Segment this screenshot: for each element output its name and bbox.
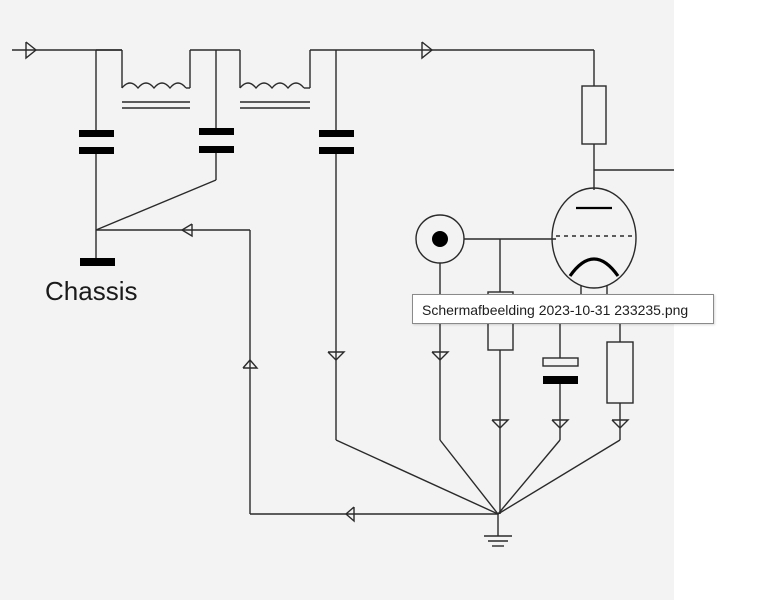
chassis-ground [80,258,115,266]
return-path [96,223,498,523]
grid-resistor [487,239,514,514]
signal-arrow-right [421,41,434,60]
triode-tube [551,187,637,302]
star-ground-wires [335,439,621,515]
filename-tooltip: Schermafbeelding 2023-10-31 233235.png [412,294,714,324]
chassis-label: Chassis [45,276,137,306]
capacitor-2 [95,50,234,231]
earth-ground-symbol [484,514,512,547]
anode-resistor [581,50,674,190]
inductor-1 [96,49,240,109]
input-jack [415,214,556,440]
signal-arrow-left [25,41,38,60]
capacitor-1 [79,50,114,258]
capacitor-3 [319,50,354,440]
circuit-diagram: Chassis [12,41,674,547]
inductor-2 [239,50,311,109]
